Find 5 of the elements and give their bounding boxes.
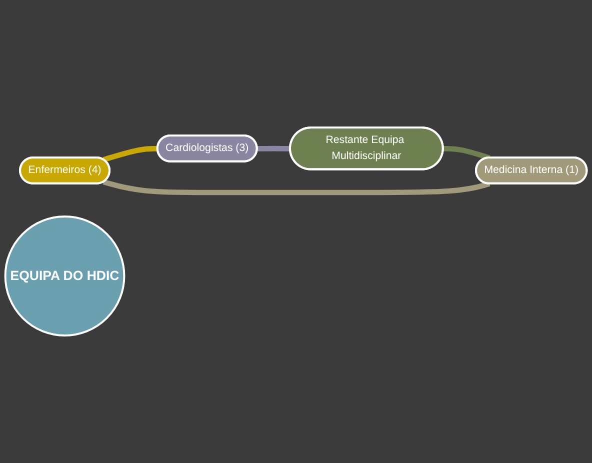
node-circle: EQUIPA DO HDIC (4, 216, 126, 336)
connector (102, 179, 490, 196)
connector (102, 146, 158, 162)
connector (257, 146, 290, 152)
connector (443, 146, 490, 160)
